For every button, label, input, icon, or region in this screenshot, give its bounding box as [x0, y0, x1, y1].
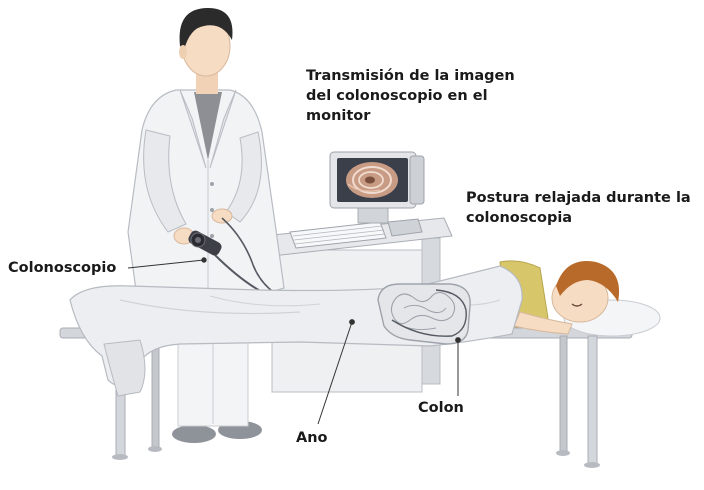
doctor — [128, 8, 284, 443]
monitor-cart — [262, 152, 452, 392]
doctor-shoe-left — [172, 425, 216, 443]
label-postura: Postura relajada durante la colonoscopia — [466, 188, 691, 228]
table-leg-front-right — [588, 336, 597, 464]
table-foot-1 — [112, 454, 128, 460]
label-ano: Ano — [296, 428, 328, 448]
doctor-ear — [179, 45, 187, 59]
label-colonoscopio: Colonoscopio — [8, 258, 116, 278]
label-ano-text: Ano — [296, 428, 328, 448]
colon-lumen-image — [346, 162, 398, 198]
label-colon-text: Colon — [418, 398, 464, 418]
label-transmision: Transmisión de la imagen del colonoscopi… — [306, 66, 515, 126]
table-leg-back-left — [152, 336, 159, 448]
label-transmision-line-3: monitor — [306, 106, 515, 126]
label-colonoscopio-text: Colonoscopio — [8, 258, 116, 278]
table-foot-4 — [556, 450, 570, 456]
label-colon: Colon — [418, 398, 464, 418]
label-transmision-line-2: del colonoscopio en el — [306, 86, 515, 106]
doctor-hand-right — [212, 209, 232, 223]
label-transmision-line-1: Transmisión de la imagen — [306, 66, 515, 86]
label-postura-line-2: colonoscopia — [466, 208, 691, 228]
table-leg-back-right — [560, 336, 567, 452]
table-foot-3 — [584, 462, 600, 468]
monitor-back — [410, 156, 424, 204]
label-postura-line-1: Postura relajada durante la — [466, 188, 691, 208]
table-foot-2 — [148, 446, 162, 452]
sheet-drape-front — [104, 340, 145, 396]
patient — [500, 261, 660, 336]
